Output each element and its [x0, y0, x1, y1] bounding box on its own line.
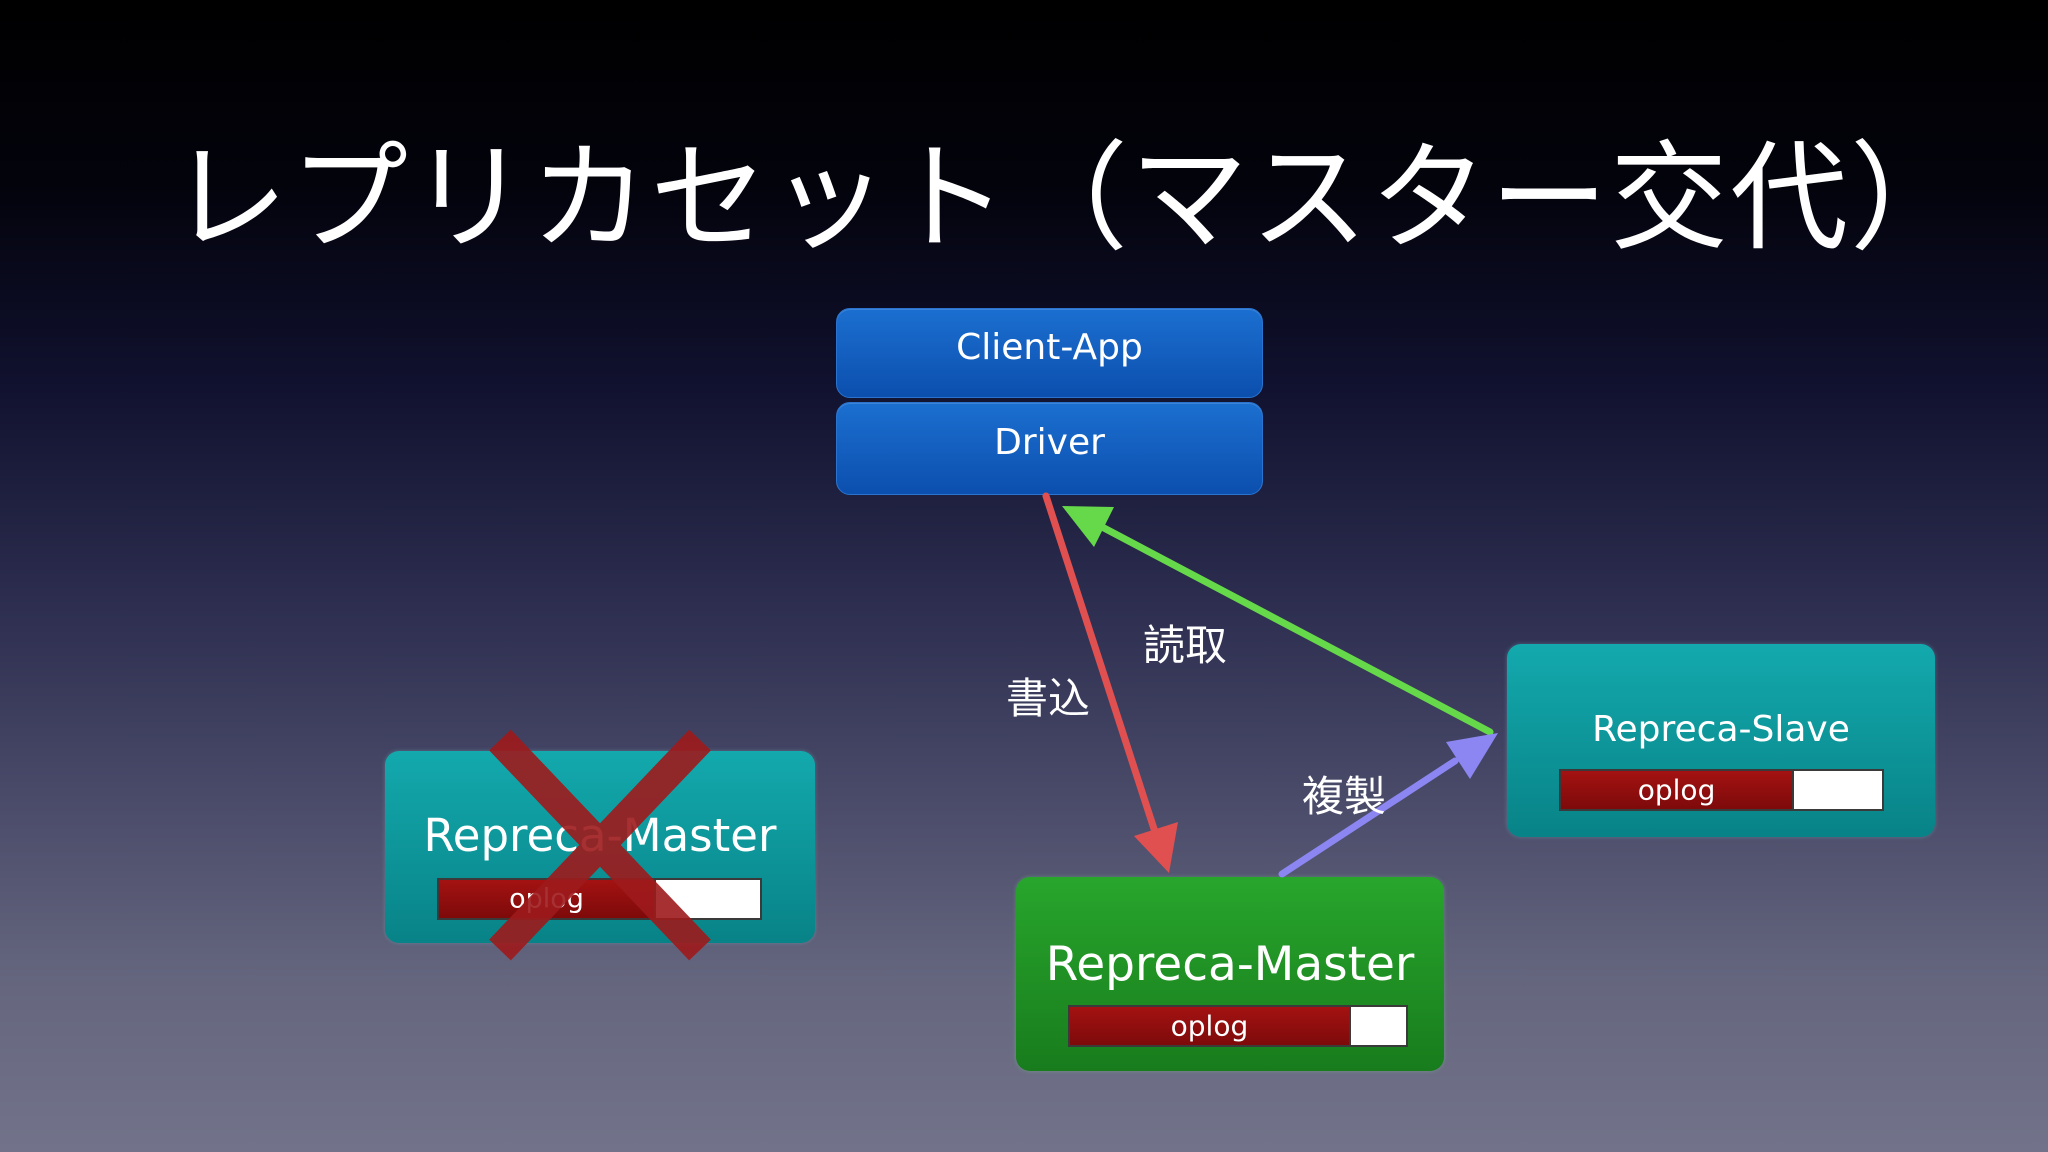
- client-app-label: Client-App: [956, 327, 1143, 368]
- write-label: 書込: [1006, 674, 1091, 723]
- write-arrow: [1042, 492, 1178, 873]
- slave-oplog-fill: [1561, 771, 1795, 809]
- new-master-node: Repreca-Master oplog: [1016, 877, 1444, 1071]
- slave-oplog-bar: oplog: [1559, 769, 1884, 811]
- new-master-oplog-label: oplog: [1170, 1009, 1249, 1043]
- slide-title: レプリカセット（マスター交代）: [170, 129, 1971, 267]
- slave-oplog-label: oplog: [1637, 773, 1716, 807]
- client-app-box: Client-App: [836, 308, 1263, 398]
- driver-box: Driver: [836, 402, 1263, 495]
- read-label: 読取: [1143, 621, 1228, 670]
- slave-title: Repreca-Slave: [1592, 709, 1850, 750]
- new-master-oplog-bar: oplog: [1068, 1005, 1408, 1047]
- driver-label: Driver: [994, 422, 1105, 463]
- old-master-node: Repreca-Master oplog: [385, 751, 815, 943]
- new-master-oplog-fill: [1070, 1007, 1351, 1045]
- replicate-label: 複製: [1302, 772, 1387, 821]
- slave-node: Repreca-Slave oplog: [1507, 644, 1935, 837]
- failure-cross-icon: [489, 729, 711, 961]
- replicate-arrow: [1278, 733, 1498, 878]
- new-master-title: Repreca-Master: [1045, 937, 1415, 992]
- read-arrow: [1062, 506, 1494, 736]
